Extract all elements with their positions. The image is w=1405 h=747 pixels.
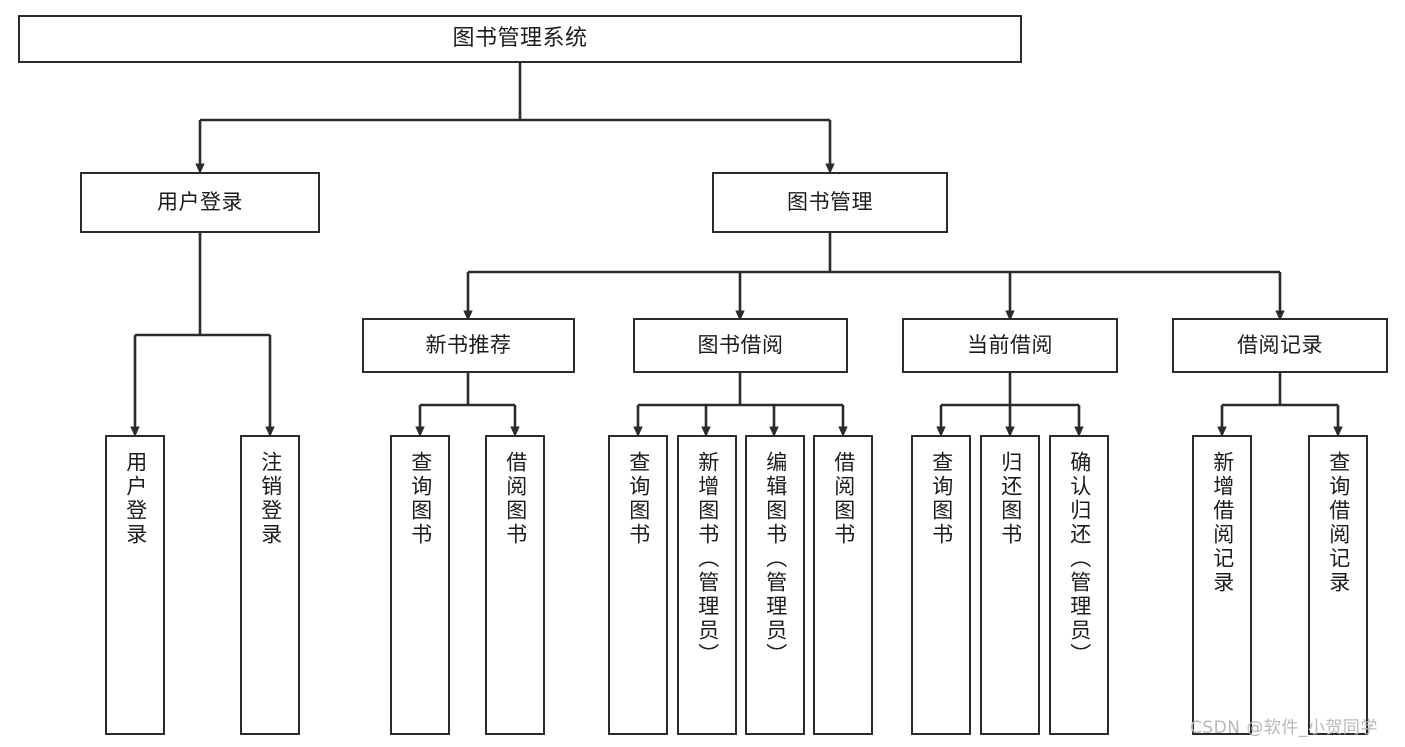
node-leaf-query-borrow-record[interactable]: 查询借阅记录: [1308, 435, 1368, 735]
node-leaf-user-logout[interactable]: 注销登录: [240, 435, 300, 735]
node-leaf-user-login[interactable]: 用户登录: [105, 435, 165, 735]
node-label: 查询图书: [408, 451, 433, 547]
node-leaf-query-book-borrow[interactable]: 查询图书: [608, 435, 668, 735]
node-leaf-query-book-recommend[interactable]: 查询图书: [390, 435, 450, 735]
node-label: 用户登录: [123, 451, 148, 547]
node-leaf-borrow-book-recommend[interactable]: 借阅图书: [485, 435, 545, 735]
node-label: 确认归还（管理员）: [1067, 451, 1092, 667]
node-label: 借阅图书: [831, 451, 856, 547]
node-label: 图书借阅: [697, 333, 784, 358]
node-label: 新书推荐: [425, 333, 512, 358]
node-label: 新增借阅记录: [1210, 451, 1235, 595]
node-label: 新增图书（管理员）: [695, 451, 720, 667]
node-label: 查询图书: [626, 451, 651, 547]
node-label: 查询图书: [929, 451, 954, 547]
node-book-manage[interactable]: 图书管理: [712, 172, 948, 233]
node-leaf-add-book-admin[interactable]: 新增图书（管理员）: [677, 435, 737, 735]
node-leaf-edit-book-admin[interactable]: 编辑图书（管理员）: [745, 435, 805, 735]
node-label: 借阅图书: [503, 451, 528, 547]
node-leaf-add-borrow-record[interactable]: 新增借阅记录: [1192, 435, 1252, 735]
node-leaf-return-book[interactable]: 归还图书: [980, 435, 1040, 735]
node-label: 当前借阅: [967, 333, 1053, 358]
node-leaf-borrow-book[interactable]: 借阅图书: [813, 435, 873, 735]
node-label: 查询借阅记录: [1326, 451, 1351, 595]
csdn-watermark: CSDN @软件_小贺同学: [1190, 718, 1378, 738]
node-borrow-record[interactable]: 借阅记录: [1172, 318, 1388, 373]
node-label: 注销登录: [258, 451, 283, 547]
node-new-book-recommend[interactable]: 新书推荐: [362, 318, 575, 373]
node-label: 编辑图书（管理员）: [763, 451, 788, 667]
node-label: 借阅记录: [1237, 333, 1323, 358]
node-leaf-confirm-return-admin[interactable]: 确认归还（管理员）: [1049, 435, 1109, 735]
node-label: 图书管理: [787, 190, 873, 215]
node-current-borrow[interactable]: 当前借阅: [902, 318, 1118, 373]
node-book-borrow[interactable]: 图书借阅: [633, 318, 848, 373]
node-label: 图书管理系统: [452, 26, 588, 52]
node-label: 用户登录: [157, 190, 243, 215]
node-user-login[interactable]: 用户登录: [80, 172, 320, 233]
node-leaf-query-book-current[interactable]: 查询图书: [911, 435, 971, 735]
node-root-book-management-system[interactable]: 图书管理系统: [18, 15, 1022, 63]
node-label: 归还图书: [998, 451, 1023, 547]
